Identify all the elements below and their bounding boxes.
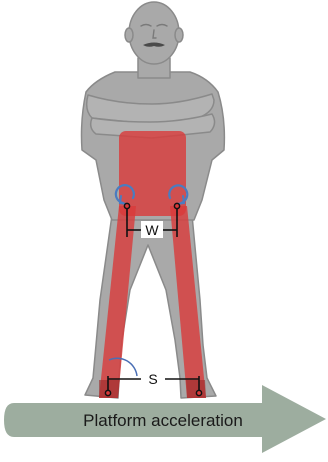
stance-width-label: S (148, 371, 157, 387)
hip-width-label: W (145, 222, 159, 238)
left-hip-joint (124, 203, 129, 208)
right-foot-shade (186, 380, 206, 398)
right-hip-joint (174, 203, 179, 208)
right-foot-joint (196, 390, 201, 395)
platform-acceleration-label: Platform acceleration (83, 411, 243, 430)
left-foot-joint (105, 390, 110, 395)
